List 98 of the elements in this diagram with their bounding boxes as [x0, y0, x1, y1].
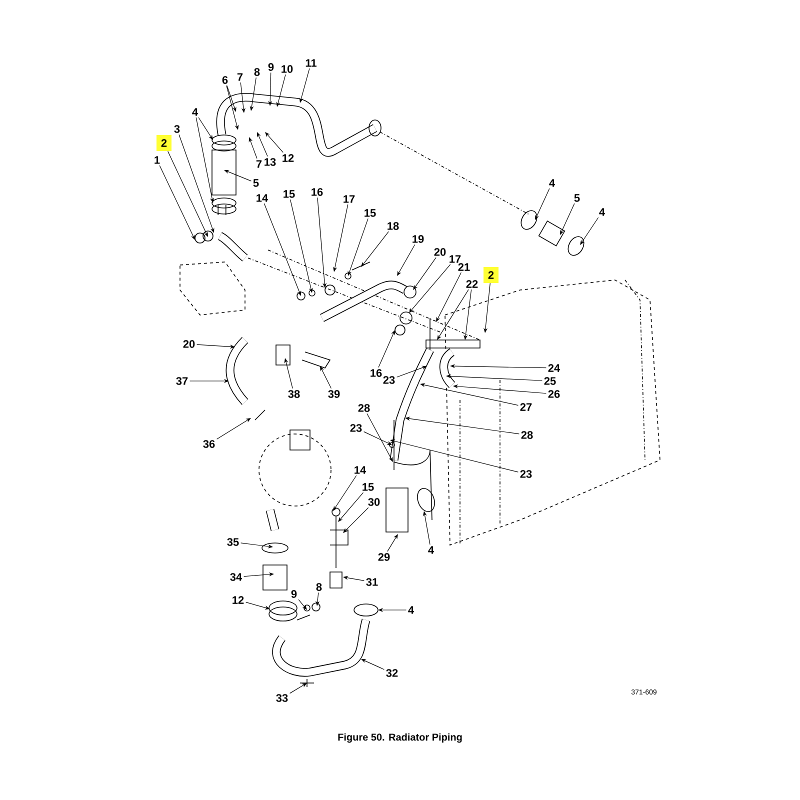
callout-number: 23 [383, 376, 395, 384]
leader-line [361, 231, 389, 267]
callout-number: 4 [408, 606, 414, 614]
callout-number: 35 [227, 538, 239, 546]
callout-number: 20 [434, 248, 446, 256]
callout-number: 4 [599, 208, 605, 216]
callout-number: 15 [364, 209, 376, 217]
callout-number: 30 [368, 498, 380, 506]
callout-number: 14 [256, 194, 268, 202]
leader-line [364, 431, 392, 445]
callout-number: 22 [466, 280, 478, 288]
leader-line [159, 165, 195, 240]
callout-number: 32 [386, 669, 398, 677]
callout-number: 7 [237, 73, 243, 81]
callout-number: 1 [154, 156, 160, 164]
leader-line [387, 534, 398, 552]
leader-line [396, 366, 427, 378]
callout-number: 6 [222, 76, 228, 84]
callout-number: 4 [192, 108, 198, 116]
callout-number: 8 [254, 68, 260, 76]
leader-line [320, 366, 332, 389]
leader-line [397, 244, 416, 276]
callout-number: 24 [548, 364, 560, 372]
callout-number: 9 [268, 63, 274, 71]
callout-number: 39 [328, 390, 340, 398]
callout-number: 14 [354, 466, 366, 474]
callout-number: 15 [284, 190, 295, 198]
leader-line [178, 134, 214, 233]
callout-number: 15 [362, 483, 374, 491]
callout-number: 5 [253, 179, 259, 187]
leader-line [348, 218, 368, 276]
callout-number: 37 [176, 377, 188, 385]
leader-line [226, 85, 239, 130]
leader-line [436, 272, 462, 322]
callout-number: 9 [291, 590, 297, 598]
callout-number: 12 [282, 154, 294, 162]
callout-number: 18 [388, 222, 399, 230]
callout-number: 34 [230, 573, 242, 581]
leader-line [168, 150, 208, 237]
callout-number: 16 [370, 369, 382, 377]
callout-number: 11 [306, 59, 316, 67]
callout-number: 23 [520, 470, 532, 478]
leader-line [265, 132, 284, 153]
leader-line [226, 85, 236, 112]
leader-line [224, 170, 252, 182]
leader-line [343, 507, 369, 533]
leader-line [333, 204, 348, 272]
leader-line [248, 137, 258, 159]
callout-number: 3 [174, 125, 180, 133]
leader-line [413, 257, 436, 290]
callout-number: 29 [378, 553, 390, 561]
leader-line [366, 413, 393, 462]
callout-number: 20 [183, 340, 195, 348]
callout-number: 19 [412, 235, 424, 243]
callout-number: 28 [521, 431, 533, 439]
callout-number: 4 [549, 179, 555, 187]
callout-number: 2 [484, 267, 498, 283]
leader-line [290, 199, 313, 293]
callout-number: 2 [156, 135, 172, 151]
callout-number: 10 [282, 65, 293, 73]
callout-number: 8 [316, 583, 322, 591]
leader-line [361, 659, 384, 670]
leader-line [198, 117, 213, 140]
callout-number: 31 [366, 578, 378, 586]
callout-number: 38 [288, 390, 300, 398]
callout-number: 12 [232, 596, 244, 604]
callout-number: 7 [256, 160, 262, 168]
leader-line [196, 117, 214, 203]
leader-line [276, 74, 286, 107]
leader-line [580, 217, 599, 245]
leader-line [437, 289, 469, 340]
callout-number: 5 [574, 194, 580, 202]
leader-line [333, 475, 357, 511]
leader-line [560, 203, 575, 235]
leader-line [298, 599, 307, 610]
callout-number: 17 [450, 255, 461, 263]
callout-number: 13 [264, 158, 276, 166]
leader-line [378, 330, 395, 368]
leader-line [264, 203, 302, 296]
callout-number: 36 [203, 440, 215, 448]
leader-line [216, 418, 251, 440]
callout-number: 4 [428, 546, 434, 554]
leader-line [338, 492, 364, 522]
leader-line [284, 358, 293, 389]
callout-number: 21 [458, 263, 470, 271]
leader-line [257, 132, 268, 157]
callout-number: 28 [358, 404, 370, 412]
callout-number: 33 [276, 694, 288, 702]
leader-line [290, 683, 307, 694]
leader-line [409, 264, 451, 313]
callout-number: 25 [544, 377, 556, 385]
figure-title: Figure 50. Radiator Piping [338, 733, 462, 743]
leader-line [535, 188, 550, 220]
callout-number: 26 [548, 390, 560, 398]
callout-number: 17 [344, 195, 355, 203]
callout-number: 27 [520, 403, 532, 411]
callout-number: 23 [350, 424, 362, 432]
callout-number: 16 [312, 188, 323, 196]
